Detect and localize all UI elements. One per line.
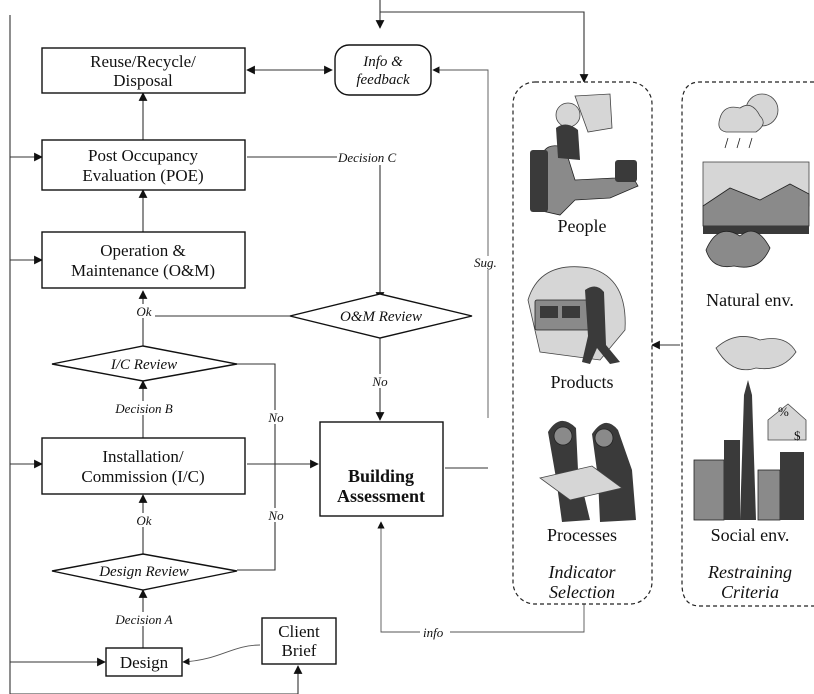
svg-text:$: $ <box>794 428 801 443</box>
natural-env-illustration <box>702 161 810 268</box>
om-box: Operation & Maintenance (O&M) <box>41 231 246 289</box>
info-loop-arrow <box>377 521 585 633</box>
decision-c-label: Decision C <box>337 150 396 165</box>
decision-c-arrow <box>247 156 385 301</box>
ic-review-label: I/C Review <box>110 357 177 373</box>
indicator-title-line1: Indicator <box>548 562 617 582</box>
ba-line1: Building <box>348 466 414 486</box>
info-label: info <box>423 625 444 640</box>
decision-a-label: Decision A <box>114 612 172 627</box>
criteria-title-line2: Criteria <box>721 582 779 602</box>
ic-review-diamond: I/C Review <box>51 345 238 382</box>
design-box: Design <box>105 647 183 677</box>
no-ic-label: No <box>267 410 284 425</box>
ic-box: Installation/ Commission (I/C) <box>41 437 246 495</box>
indicator-title-line2: Selection <box>549 582 615 602</box>
no-design-label: No <box>267 508 284 523</box>
criteria-title-line1: Restraining <box>707 562 792 582</box>
people-illustration <box>530 93 639 216</box>
poe-line2: Evaluation (POE) <box>82 166 203 185</box>
ic-line1: Installation/ <box>102 447 183 466</box>
frame-to-brief-arrow <box>10 665 303 694</box>
poe-box: Post Occupancy Evaluation (POE) <box>41 139 246 191</box>
people-label: People <box>558 216 607 236</box>
ok-bottom-label: Ok <box>136 513 151 528</box>
info-feedback-box: Info & feedback <box>334 44 432 96</box>
om-review-label: O&M Review <box>340 309 422 325</box>
sug-to-info-arrow <box>432 66 489 418</box>
reuse-recycle-box: Reuse/Recycle/ Disposal <box>41 47 246 94</box>
svg-text:%: % <box>778 404 789 419</box>
design-review-diamond: Design Review <box>51 553 238 591</box>
processes-illustration <box>539 420 636 522</box>
social-env-label: Social env. <box>711 525 790 545</box>
ok-top-label: Ok <box>136 304 151 319</box>
info-feedback-line1: Info & <box>362 54 403 70</box>
no-om-label: No <box>371 374 388 389</box>
icreview-no-line <box>237 363 276 464</box>
natural-env-label: Natural env. <box>706 290 794 310</box>
client-brief-box: Client Brief <box>261 617 337 665</box>
top-to-indicator-arrow <box>380 11 589 83</box>
weather-illustration <box>718 93 779 149</box>
indicator-selection-panel: People Products Processes Indicator Sele… <box>512 81 653 605</box>
poe-line1: Post Occupancy <box>88 146 199 165</box>
reuse-line2: Disposal <box>113 71 173 90</box>
products-illustration <box>527 266 626 364</box>
om-review-diamond: O&M Review <box>289 293 473 339</box>
processes-label: Processes <box>547 525 617 545</box>
building-assessment-box: Building Assessment <box>319 421 444 517</box>
client-brief-line1: Client <box>278 622 320 641</box>
info-feedback-line2: feedback <box>356 72 410 88</box>
om-line2: Maintenance (O&M) <box>71 261 215 280</box>
brief-to-design-arrow <box>182 644 261 666</box>
design-review-label: Design Review <box>98 564 189 580</box>
products-label: Products <box>551 372 614 392</box>
designreview-no-line <box>237 464 276 571</box>
design-label: Design <box>120 653 169 672</box>
social-env-illustration: % $ <box>693 336 807 521</box>
reuse-line1: Reuse/Recycle/ <box>90 52 196 71</box>
client-brief-line2: Brief <box>282 641 317 660</box>
ic-line2: Commission (I/C) <box>81 467 204 486</box>
om-line1: Operation & <box>100 241 185 260</box>
decision-b-label: Decision B <box>114 401 172 416</box>
sug-label: Sug. <box>474 255 497 270</box>
ba-line2: Assessment <box>337 486 425 506</box>
restraining-criteria-panel: Natural env. % $ Social env. Restraining… <box>681 81 814 607</box>
